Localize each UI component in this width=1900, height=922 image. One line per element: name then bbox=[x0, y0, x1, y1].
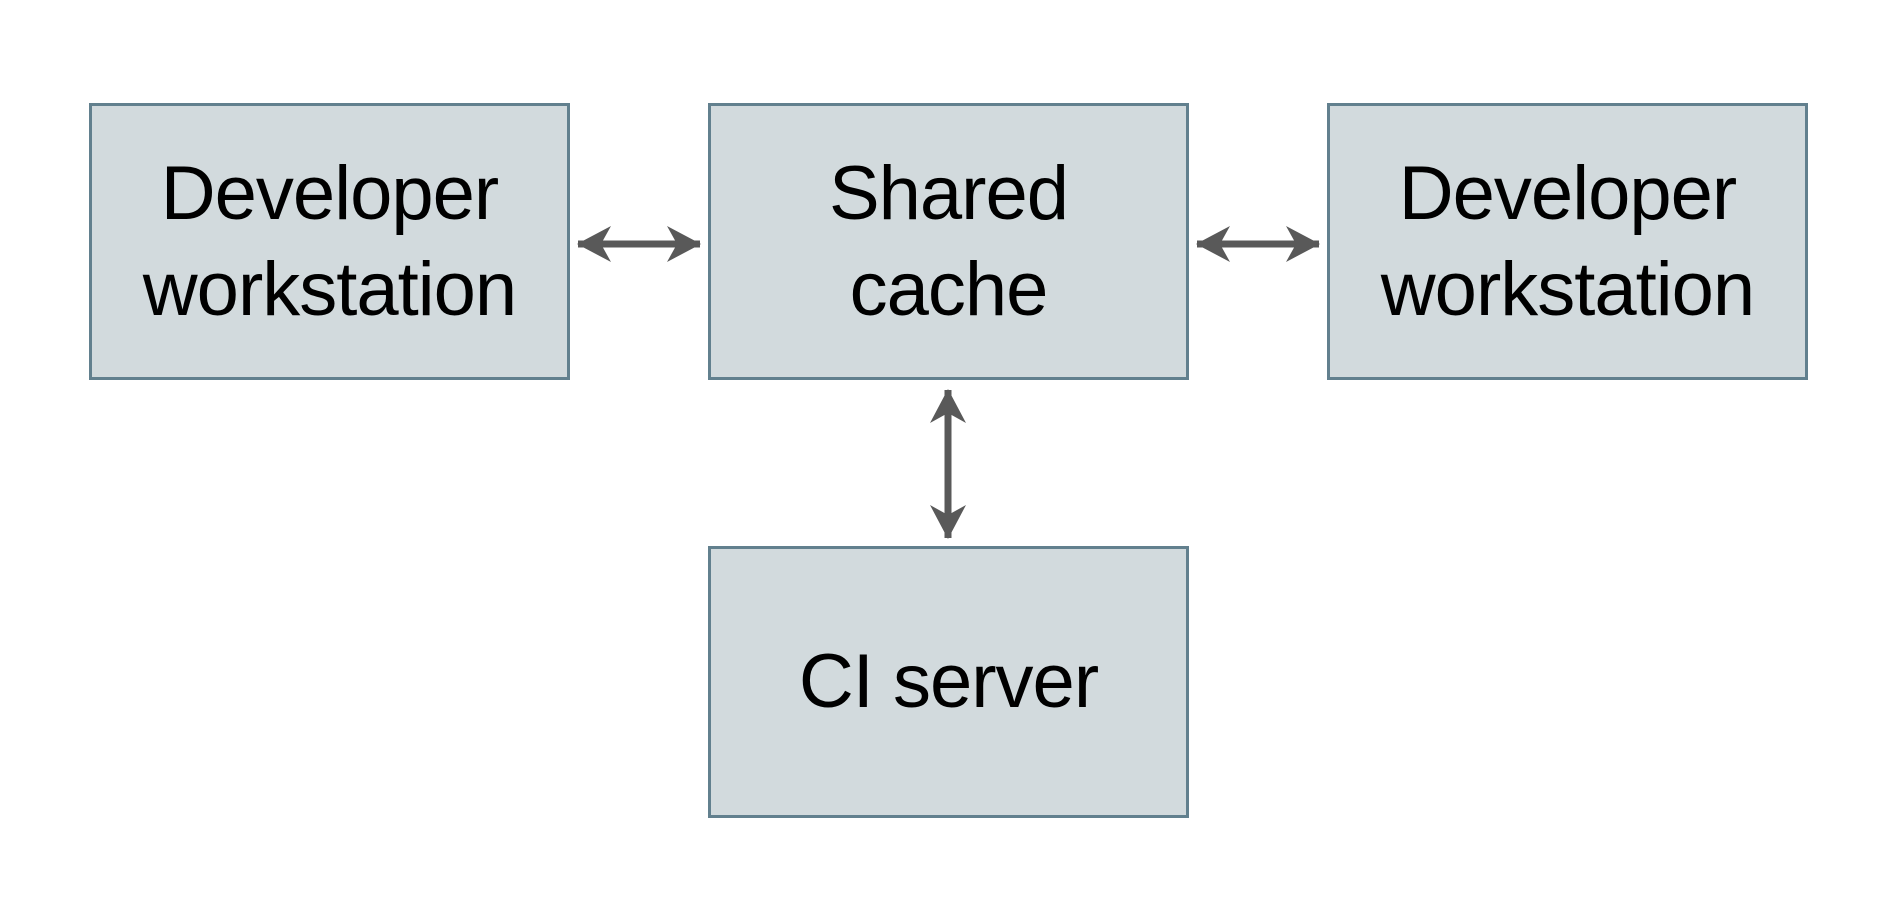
node-developer-workstation-right: Developer workstation bbox=[1327, 103, 1808, 380]
node-developer-workstation-left-label: Developer workstation bbox=[142, 150, 517, 332]
node-ci-server-label: CI server bbox=[798, 639, 1099, 725]
node-shared-cache-label: Shared cache bbox=[828, 150, 1069, 332]
node-shared-cache: Shared cache bbox=[708, 103, 1189, 380]
node-developer-workstation-left: Developer workstation bbox=[89, 103, 570, 380]
node-ci-server: CI server bbox=[708, 546, 1189, 818]
node-developer-workstation-right-label: Developer workstation bbox=[1380, 150, 1755, 332]
